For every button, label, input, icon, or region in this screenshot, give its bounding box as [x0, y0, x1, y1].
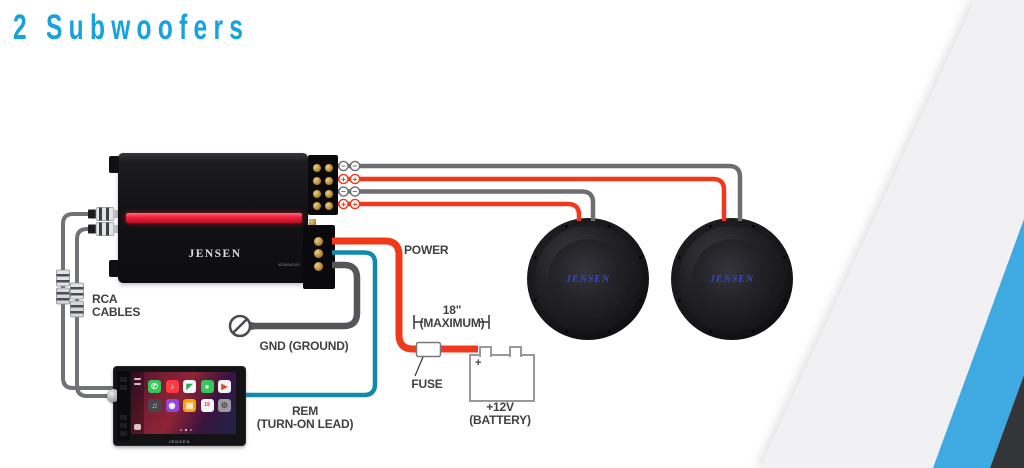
app-icon-messages: ● — [200, 380, 214, 393]
terminal-screw — [314, 262, 323, 271]
carplay-status-sidebar — [131, 372, 144, 434]
subwoofer-mount-dot — [677, 255, 681, 259]
rca-coupler-1 — [56, 269, 70, 305]
subwoofer-mount-dot — [564, 330, 568, 334]
subwoofer-mount-dot — [608, 330, 612, 334]
terminal-screw — [313, 164, 321, 172]
subwoofer-mount-dot — [533, 299, 537, 303]
app-icon-music: ♪ — [165, 380, 179, 393]
amp-mount-foot — [109, 260, 119, 277]
subwoofer-brand-logo: JENSEN — [709, 273, 755, 285]
subwoofer-mount-dot — [639, 299, 643, 303]
app-icon-audiobooks: ▤ — [183, 399, 196, 412]
ground-label: GND (GROUND) — [259, 339, 349, 353]
app-icon-settings: ⚙ — [218, 399, 231, 412]
rem-label: REM (TURN-ON LEAD) — [256, 404, 354, 431]
subwoofer-cone: JENSEN — [548, 239, 628, 319]
head-unit-button — [120, 415, 127, 420]
app-icon-calendar: 19 — [200, 399, 214, 412]
head-unit-button — [120, 377, 127, 382]
terminal-screw — [313, 177, 321, 185]
amp-accent-stripe — [126, 213, 302, 223]
subwoofer-mount-dot — [783, 255, 787, 259]
terminal-screw — [325, 177, 333, 185]
amp-speaker-terminal-block — [308, 155, 338, 215]
subwoofer-mount-dot — [752, 224, 756, 228]
subwoofer-2: JENSEN — [671, 218, 793, 340]
terminal-screw — [314, 249, 323, 258]
band-blue — [933, 219, 1024, 468]
head-unit-app-grid: ✆ ♪ ◤ ● ▶ ♫ ◉ ▤ 19 ⚙ — [148, 380, 234, 412]
subwoofer-mount-dot — [708, 224, 712, 228]
amp-brand-logo: JENSEN — [188, 248, 242, 260]
subwoofer-mount-dot — [752, 330, 756, 334]
app-icon-maps: ◤ — [183, 380, 196, 393]
rca-plug-2 — [88, 222, 122, 236]
status-indicator — [134, 383, 141, 385]
app-icon-now-playing: ♫ — [148, 399, 161, 412]
subwoofer-mount-dot — [783, 299, 787, 303]
subwoofer-1: JENSEN — [527, 218, 649, 340]
subwoofer-mount-dot — [564, 224, 568, 228]
page-dot — [180, 429, 182, 431]
status-indicator — [134, 378, 141, 380]
app-icon-podcasts: ◉ — [165, 399, 179, 412]
head-unit-brand-label: JENSEN — [168, 439, 191, 444]
max-length-label: 18" (MAXIMUM) — [419, 303, 485, 330]
subwoofer-cone: JENSEN — [692, 239, 772, 319]
head-unit-button — [120, 431, 127, 436]
rca-plug-1 — [88, 207, 122, 221]
subwoofer-brand-logo: JENSEN — [565, 273, 611, 285]
app-icon-phone: ✆ — [148, 380, 161, 393]
amp-power-terminal-block — [303, 225, 335, 289]
terminal-screw — [325, 202, 333, 210]
subwoofer-mount-dot — [639, 255, 643, 259]
rca-cables-label: RCA CABLES — [92, 292, 141, 319]
terminal-screw — [313, 189, 321, 198]
rca-coupler-2 — [70, 282, 84, 318]
terminal-screw — [325, 164, 333, 172]
app-icon-play: ▶ — [218, 380, 231, 393]
fuse-label: FUSE — [411, 377, 443, 391]
head-unit-screen: ✆ ♪ ◤ ● ▶ ♫ ◉ ▤ 19 ⚙ — [131, 372, 236, 434]
power-label: POWER — [404, 243, 449, 257]
status-indicator — [134, 424, 141, 430]
subwoofer-mount-dot — [677, 299, 681, 303]
battery-plus-sign: + — [475, 357, 482, 369]
page-dot — [185, 429, 187, 431]
head-unit: ✆ ♪ ◤ ● ▶ ♫ ◉ ▤ 19 ⚙ JENSEN — [107, 366, 246, 446]
band-light-gray — [760, 0, 1024, 468]
amp-binding-post — [309, 219, 316, 226]
subwoofer-mount-dot — [608, 224, 612, 228]
page-dot — [190, 429, 192, 431]
terminal-screw — [313, 202, 321, 210]
battery-terminal-positive — [479, 346, 492, 357]
head-unit-button-strip — [117, 371, 130, 441]
battery-terminal-negative — [509, 346, 522, 357]
amp-mount-foot — [109, 156, 119, 173]
terminal-screw — [325, 189, 333, 198]
head-unit-button — [120, 385, 127, 390]
battery-label: +12V (BATTERY) — [469, 400, 531, 427]
amplifier: JENSEN XDA94100 — [109, 153, 338, 289]
battery — [469, 354, 535, 402]
terminal-screw — [314, 237, 323, 246]
amp-model-label: XDA94100 — [278, 262, 300, 267]
page-title: 2 Subwoofers — [13, 8, 250, 47]
subwoofer-mount-dot — [708, 330, 712, 334]
band-dark — [990, 375, 1024, 468]
volume-knob — [107, 389, 120, 402]
subwoofer-mount-dot — [533, 255, 537, 259]
head-unit-button — [120, 423, 127, 428]
